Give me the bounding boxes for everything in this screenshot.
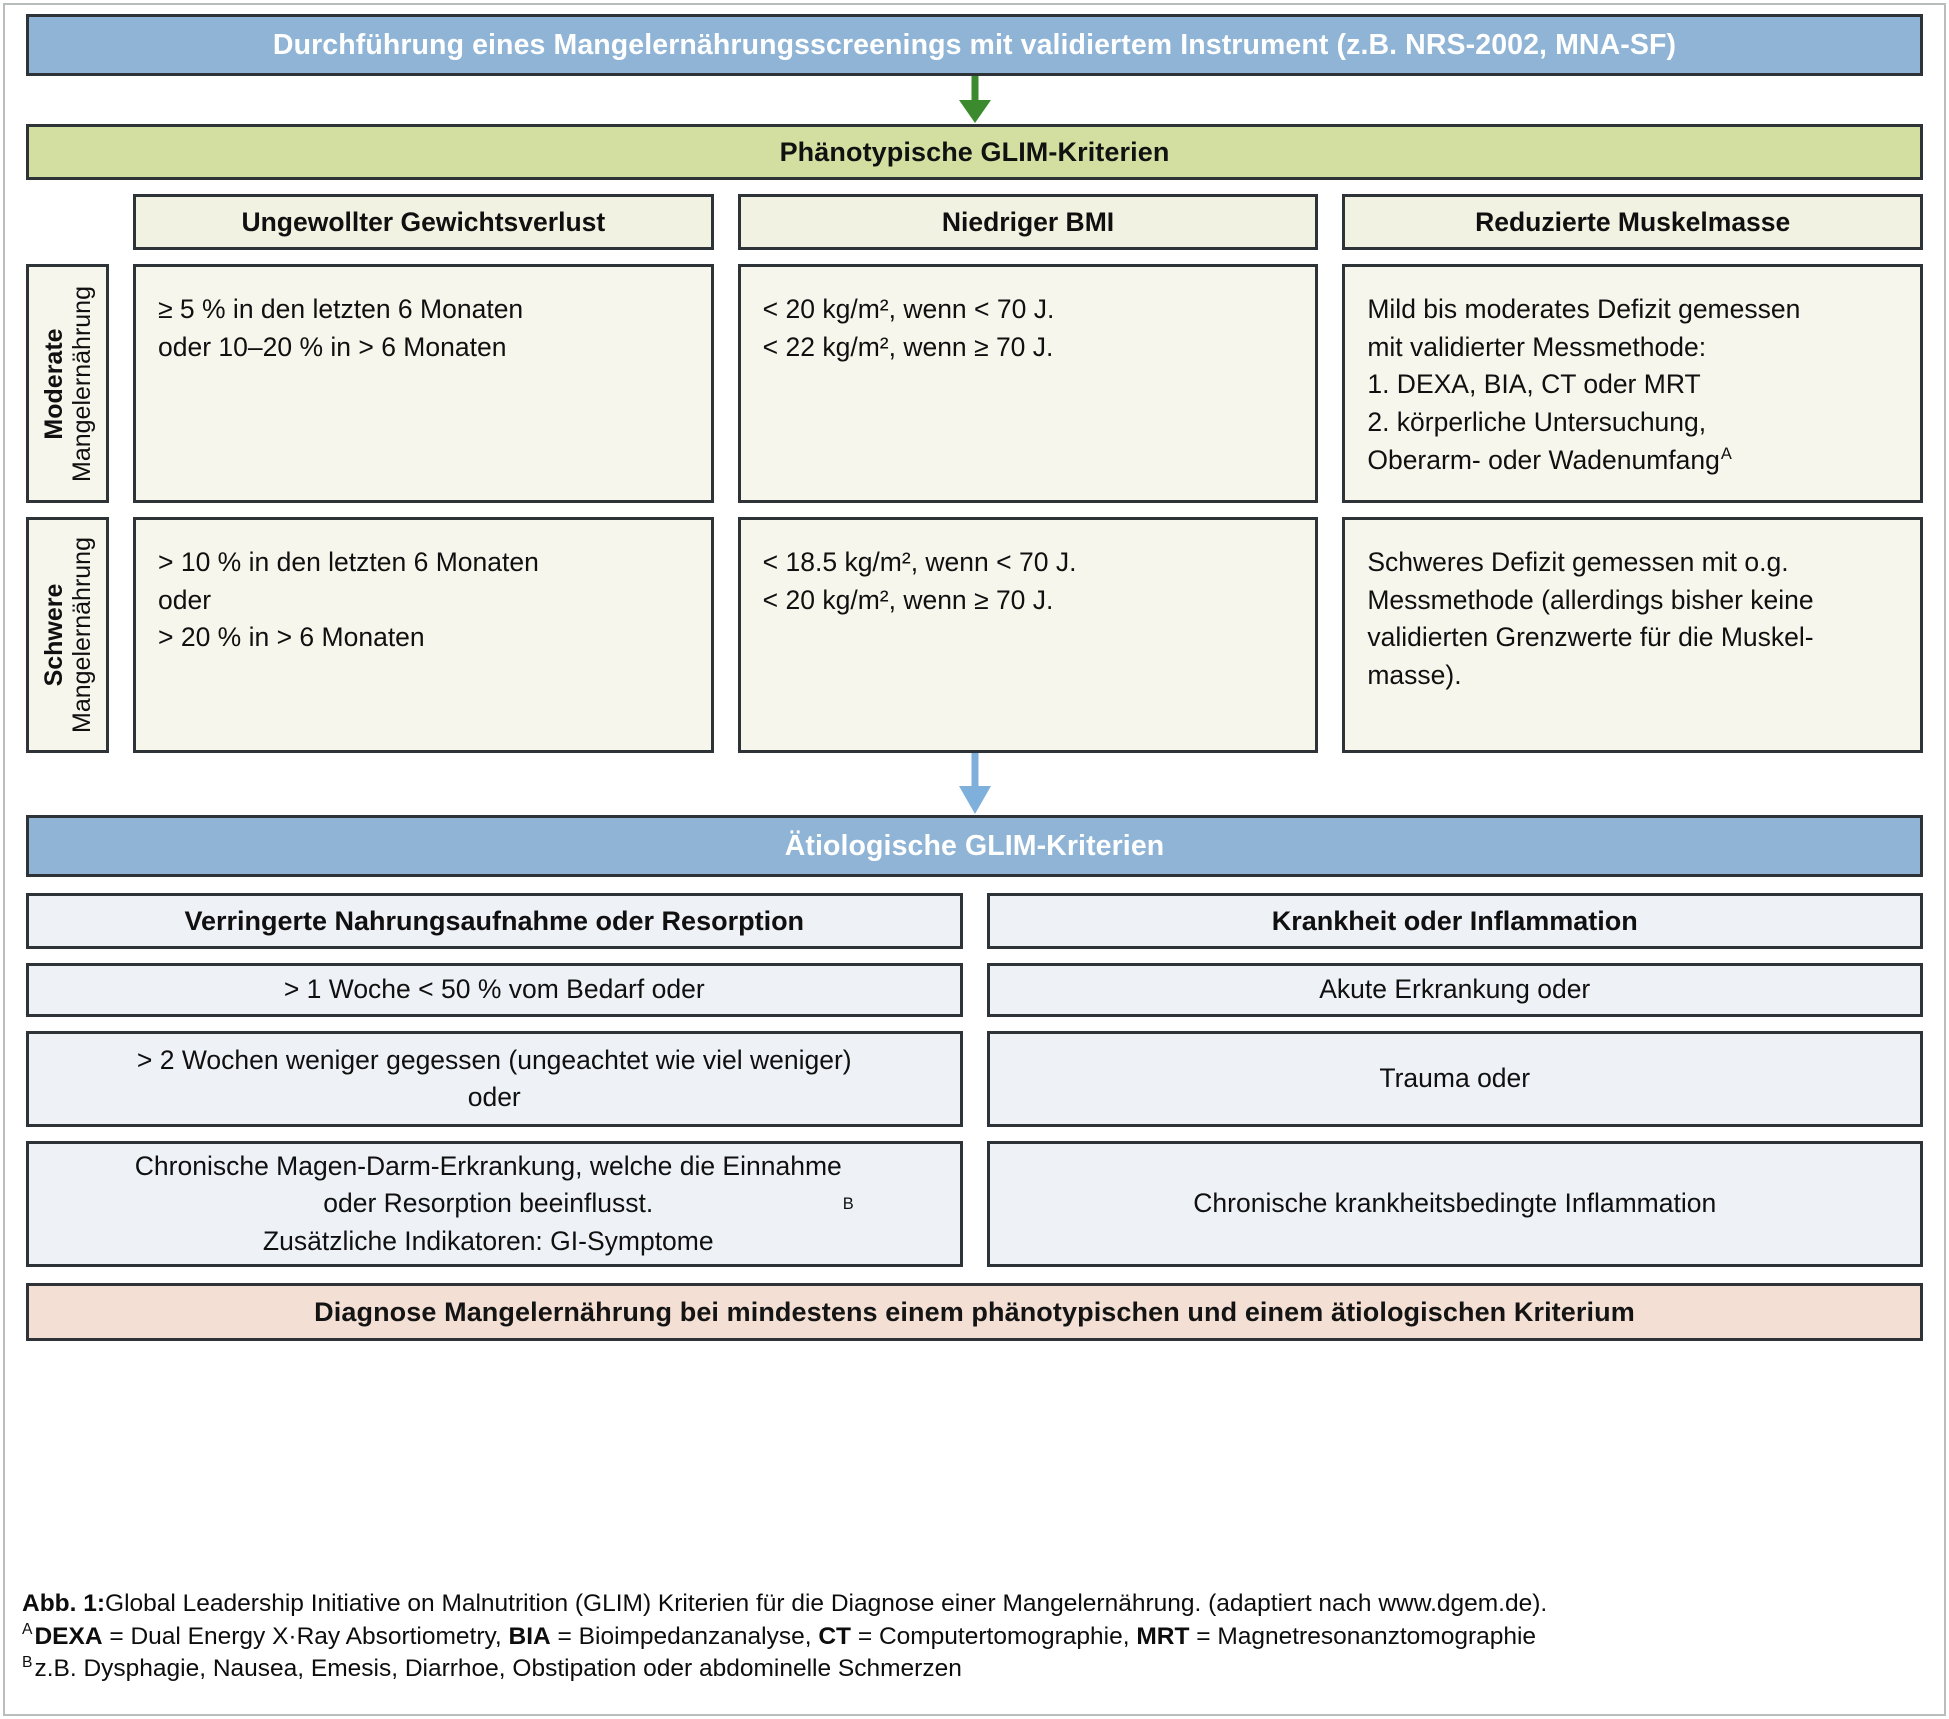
etiologic-column-disease: Akute Erkrankung oder Trauma oder Chroni… [986,963,1923,1267]
footnote-marker-a: A [1720,444,1732,463]
etiologic-item-disease-3: Chronische krankheitsbedingte Inflammati… [986,1141,1923,1267]
screening-banner: Durchführung eines Mangelernährungsscree… [26,14,1923,76]
phenotypic-column-header-low-bmi: Niedriger BMI [737,194,1319,250]
down-arrow-green-icon [958,76,991,123]
etiologic-item-disease-2: Trauma oder [986,1031,1923,1127]
arrow-phenotypic-to-etiologic [26,753,1923,815]
etiologic-item-intake-1: > 1 Woche < 50 % vom Bedarf oder [26,963,963,1017]
caption-abbr-dexa: DEXA [34,1622,103,1650]
etiologic-columns: > 1 Woche < 50 % vom Bedarf oder > 2 Woc… [26,963,1923,1267]
etiologic-item-intake-2: > 2 Wochen weniger gegessen (ungeachtet … [26,1031,963,1127]
cell-moderate-muscle-mass: Mild bis moderates Defizit gemessen mit … [1342,264,1924,503]
etiologic-item-intake-3: Chronische Magen-Darm-Erkrankung, welche… [26,1141,963,1267]
figure-caption: Abb. 1:Global Leadership Initiative on M… [22,1588,1927,1686]
phenotypic-row-severe: Schwere Mangelernährung > 10 % in den le… [26,517,1924,753]
severity-label-moderate-sub: Mangelernährung [67,285,96,482]
caption-line-1-text: Global Leadership Initiative on Malnutri… [105,1590,1548,1617]
arrow-screening-to-phenotypic [26,76,1923,124]
caption-line-3-text: z.B. Dysphagie, Nausea, Emesis, Diarrhoe… [34,1655,962,1683]
phenotypic-column-headers: Ungewollter Gewichtsverlust Niedriger BM… [26,194,1924,250]
caption-marker-a: A [22,1621,33,1639]
etiologic-column-intake: > 1 Woche < 50 % vom Bedarf oder > 2 Woc… [26,963,963,1267]
severity-label-severe-strong: Schwere [39,583,68,687]
caption-abbr-ct: CT [818,1622,852,1650]
caption-line-2: ADEXA = Dual Energy X·Ray Absortiometry,… [22,1621,1927,1654]
etiologic-banner: Ätiologische GLIM-Kriterien [26,815,1923,877]
phenotypic-banner: Phänotypische GLIM-Kriterien [26,124,1923,180]
severity-label-severe-sub: Mangelernährung [67,537,96,733]
cell-moderate-low-bmi: < 20 kg/m², wenn < 70 J. < 22 kg/m², wen… [737,264,1319,503]
flowchart: Durchführung eines Mangelernährungsscree… [26,14,1924,1341]
cell-moderate-weight-loss: ≥ 5 % in den letzten 6 Monaten oder 10–2… [133,264,714,503]
caption-ct-definition: = Computertomographie, [851,1622,1137,1650]
etiologic-column-header-disease: Krankheit oder Inflammation [986,893,1923,949]
caption-dexa-definition: = Dual Energy X·Ray Absortiometry, [102,1622,509,1650]
phenotypic-column-header-weight-loss: Ungewollter Gewichtsverlust [133,194,714,250]
phenotypic-row-moderate: Moderate Mangelernährung ≥ 5 % in den le… [26,264,1924,503]
down-arrow-blue-icon [958,753,991,814]
diagnosis-banner-wrap: Diagnose Mangelernährung bei mindestens … [26,1283,1923,1341]
severity-label-moderate-strong: Moderate [39,327,68,440]
severity-label-moderate: Moderate Mangelernährung [26,264,109,503]
caption-line-3: Bz.B. Dysphagie, Nausea, Emesis, Diarrho… [22,1653,1927,1686]
severity-label-severe: Schwere Mangelernährung [26,517,109,753]
caption-figure-label: Abb. 1: [22,1590,106,1617]
etiologic-item-disease-1: Akute Erkrankung oder [986,963,1923,1017]
caption-abbr-mrt: MRT [1136,1622,1190,1650]
caption-bia-definition: = Bioimpedanzanalyse, [550,1622,819,1650]
cell-severe-muscle-mass: Schweres Defizit gemessen mit o.g. Messm… [1342,517,1924,753]
cell-severe-weight-loss: > 10 % in den letzten 6 Monaten oder > 2… [133,517,714,753]
cell-severe-low-bmi: < 18.5 kg/m², wenn < 70 J. < 20 kg/m², w… [737,517,1319,753]
phenotypic-column-header-muscle-mass: Reduzierte Muskelmasse [1342,194,1924,250]
caption-mrt-definition: = Magnetresonanztomographie [1189,1622,1537,1650]
caption-abbr-bia: BIA [508,1622,551,1650]
caption-marker-b: B [22,1654,33,1671]
etiologic-column-headers: Verringerte Nahrungsaufnahme oder Resorp… [26,893,1923,949]
cell-moderate-muscle-mass-text: Mild bis moderates Defizit gemessen mit … [1367,294,1801,475]
etiologic-column-header-intake: Verringerte Nahrungsaufnahme oder Resorp… [26,893,963,949]
diagnosis-banner: Diagnose Mangelernährung bei mindestens … [26,1283,1923,1341]
caption-line-1: Abb. 1:Global Leadership Initiative on M… [22,1588,1927,1621]
etiologic-item-intake-3-text: Chronische Magen-Darm-Erkrankung, welche… [134,1151,842,1256]
